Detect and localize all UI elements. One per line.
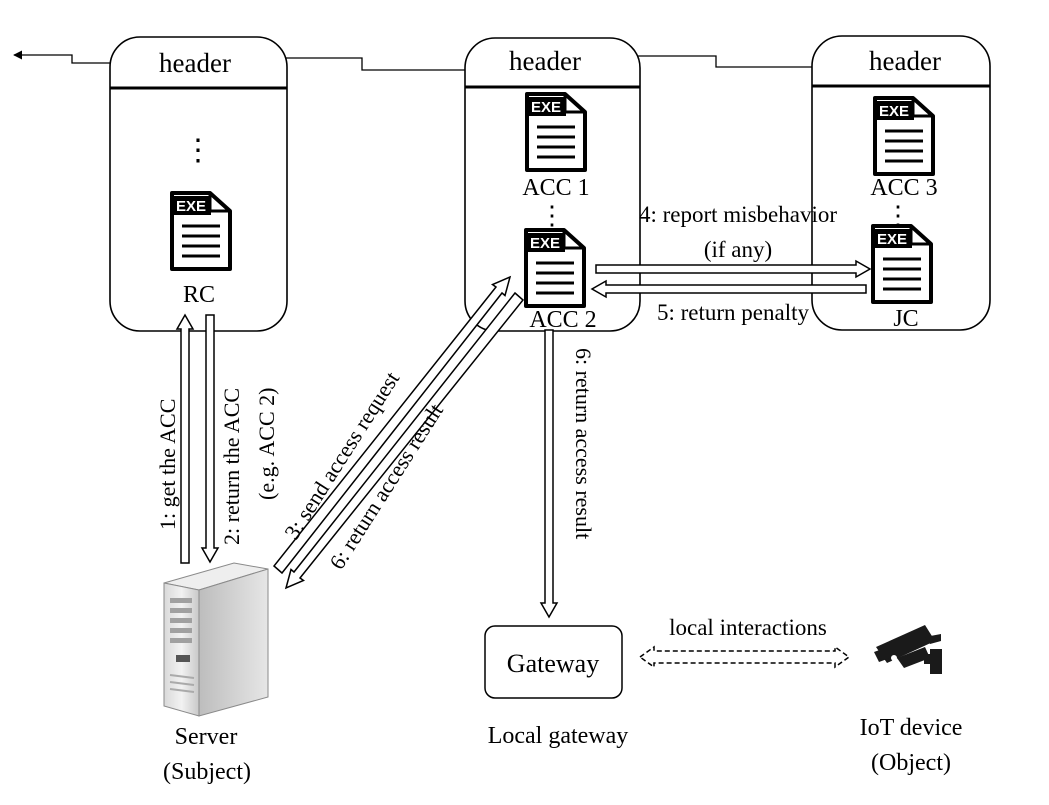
block-2: header ACC 1 ⋮ ACC 2 bbox=[464, 37, 641, 333]
iot-role-label: (Object) bbox=[871, 750, 951, 776]
arrow-return-penalty bbox=[590, 279, 867, 299]
block-3: header ACC 3 ⋮ JC bbox=[811, 35, 991, 332]
label-step-4-condition: (if any) bbox=[704, 237, 772, 262]
label-step-2: 2: return the ACC bbox=[219, 388, 244, 545]
block-1-ellipsis: ⋮ bbox=[183, 134, 213, 167]
label-step-1: 1: get the ACC bbox=[155, 399, 180, 530]
jc-label: JC bbox=[893, 306, 918, 332]
block-2-header: header bbox=[509, 46, 581, 76]
acc3-exe-icon bbox=[872, 96, 935, 176]
chain-links bbox=[13, 50, 833, 71]
arrow-send-request bbox=[272, 275, 512, 575]
acc3-label: ACC 3 bbox=[870, 175, 937, 201]
acc2-exe-icon bbox=[523, 228, 586, 308]
block-3-header: header bbox=[869, 46, 941, 76]
block-1: header ⋮ RC bbox=[109, 36, 288, 332]
arrow-return-result-server bbox=[284, 291, 525, 590]
iot-label: IoT device bbox=[860, 715, 963, 741]
acc1-label: ACC 1 bbox=[522, 175, 589, 201]
arrow-report-misbehavior bbox=[595, 259, 872, 279]
acc1-exe-icon bbox=[524, 92, 587, 172]
hollow-arrows bbox=[175, 259, 872, 619]
gateway-caption: Local gateway bbox=[488, 723, 629, 749]
block-2-ellipsis: ⋮ bbox=[539, 201, 565, 230]
server-icon bbox=[163, 562, 269, 717]
arrow-return-result-gateway bbox=[539, 329, 559, 619]
label-local-interactions: local interactions bbox=[669, 615, 827, 640]
gateway-box-label: Gateway bbox=[507, 649, 599, 678]
label-step-2-example: (e.g. ACC 2) bbox=[254, 388, 279, 500]
arrow-local-interactions bbox=[638, 645, 851, 669]
camera-icon bbox=[874, 625, 942, 674]
jc-exe-icon bbox=[870, 224, 933, 304]
arrow-get-acc bbox=[175, 313, 195, 564]
gateway-box bbox=[484, 625, 623, 699]
rc-label: RC bbox=[183, 282, 215, 308]
label-step-6-gateway: 6: return access result bbox=[571, 348, 596, 539]
label-step-4: 4: report misbehavior bbox=[639, 202, 837, 227]
arrow-return-acc bbox=[200, 314, 220, 564]
label-step-5: 5: return penalty bbox=[657, 300, 810, 325]
block-1-header: header bbox=[159, 48, 231, 78]
rc-exe-icon bbox=[169, 191, 232, 271]
acc2-label: ACC 2 bbox=[529, 307, 596, 333]
server-label: Server bbox=[175, 724, 238, 750]
server-role-label: (Subject) bbox=[163, 759, 251, 785]
